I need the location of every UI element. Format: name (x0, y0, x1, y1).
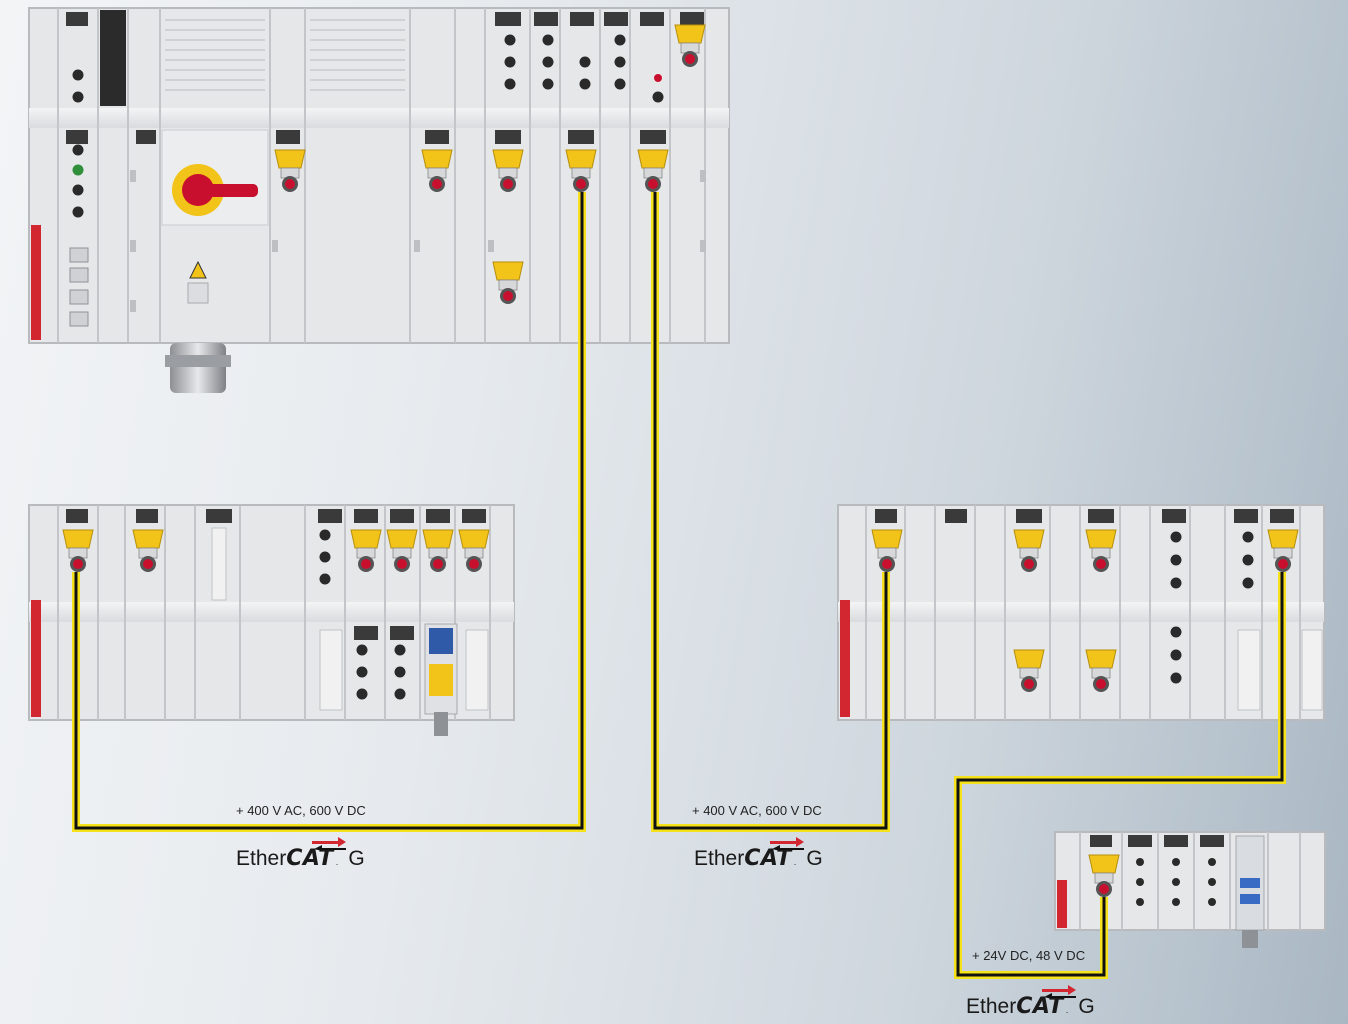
logo-prefix: Ether (236, 847, 287, 870)
logo-suffix: G (348, 847, 365, 870)
cable-label-1: + 400 V AC, 600 V DC (236, 803, 366, 818)
logo-brand: CAT (1016, 994, 1064, 1019)
logo-suffix: G (1078, 995, 1095, 1018)
logo-brand: CAT (286, 846, 334, 871)
module-middle-left (28, 504, 515, 736)
logo-arrows-icon (312, 837, 347, 851)
logo-arrows-icon (770, 837, 805, 851)
logo-mark: . (1065, 1006, 1069, 1015)
module-large-top (28, 7, 730, 393)
logo-prefix: Ether (694, 847, 745, 870)
cable-power-2 (651, 192, 890, 832)
logo-mark: . (335, 858, 339, 867)
logo-arrows-icon (1042, 985, 1077, 999)
main-switch (161, 129, 269, 304)
logo-suffix: G (806, 847, 823, 870)
logo-brand: CAT (744, 846, 792, 871)
logo-prefix: Ether (966, 995, 1017, 1018)
cable-power-3 (954, 572, 1286, 979)
logo-mark: . (793, 858, 797, 867)
cable-label-3: + 24V DC, 48 V DC (972, 948, 1086, 963)
module-middle-right (837, 504, 1325, 721)
module-bottom-right (1054, 831, 1326, 948)
cable-label-2: + 400 V AC, 600 V DC (692, 803, 822, 818)
cable-power-1 (72, 192, 586, 832)
